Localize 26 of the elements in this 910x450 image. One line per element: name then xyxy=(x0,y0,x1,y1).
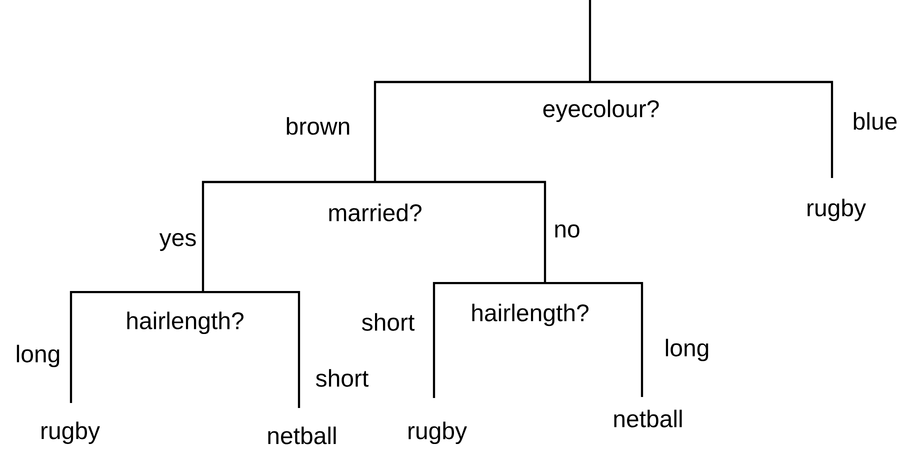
edge-label: no xyxy=(555,224,580,238)
edge-label: brown xyxy=(286,117,350,135)
question-label: eyecolour? xyxy=(543,100,659,122)
branch-line xyxy=(375,180,546,283)
branch-line xyxy=(374,80,590,182)
leaf-label: rugby xyxy=(408,422,467,444)
branch-line xyxy=(432,282,545,398)
branch-line xyxy=(70,290,203,403)
edge-label: yes xyxy=(159,233,196,251)
branch-line xyxy=(590,80,834,178)
leaf-label: netball xyxy=(614,410,682,428)
branch-line xyxy=(202,180,375,292)
question-label: hairlength? xyxy=(127,312,244,334)
edge-label: long xyxy=(666,338,708,362)
leaf-label: netball xyxy=(268,426,336,444)
edge-label: blue xyxy=(854,112,897,130)
branch-line xyxy=(545,282,644,397)
question-label: married? xyxy=(329,204,422,222)
edge-label: short xyxy=(316,369,368,387)
leaf-label: rugby xyxy=(808,198,866,222)
branch-line xyxy=(588,0,592,82)
edge-label: long xyxy=(16,344,60,368)
edge-label: short xyxy=(362,313,414,331)
question-label: hairlength? xyxy=(472,304,588,326)
leaf-label: rugby xyxy=(42,422,100,444)
branch-line xyxy=(203,290,300,408)
